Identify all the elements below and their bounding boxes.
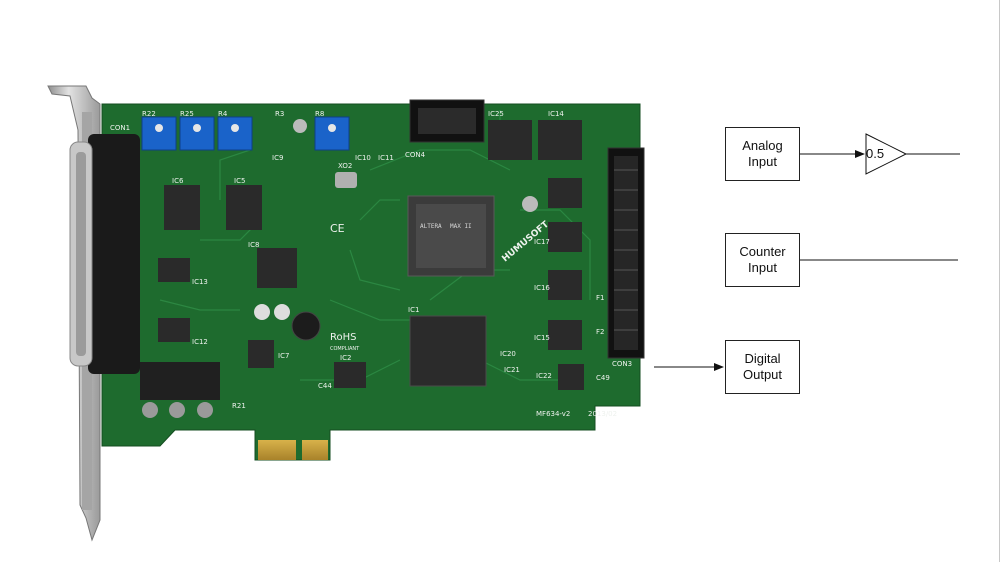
terminal-block xyxy=(140,362,220,418)
analog-input-label: Analog Input xyxy=(742,138,783,169)
ax-chip xyxy=(409,315,487,387)
refdes: IC20 xyxy=(500,350,516,358)
gain-block[interactable] xyxy=(865,133,908,175)
trim-pots xyxy=(141,116,350,151)
refdes: C44 xyxy=(318,382,332,390)
pcie-card-image: ALTERA MAX II CON1 C xyxy=(47,85,645,542)
counter-input-block[interactable]: Counter Input xyxy=(725,233,800,287)
refdes: IC21 xyxy=(504,366,520,374)
refdes: IC6 xyxy=(172,177,184,185)
refdes: XO2 xyxy=(338,162,352,170)
refdes: R4 xyxy=(218,110,228,118)
digital-output-label: Digital Output xyxy=(742,351,783,382)
passives xyxy=(254,119,538,341)
silk-con4: CON4 xyxy=(405,151,426,159)
refdes: IC9 xyxy=(272,154,283,162)
refdes: R22 xyxy=(142,110,156,118)
digital-output-block[interactable]: Digital Output xyxy=(725,340,800,394)
refdes: IC7 xyxy=(278,352,289,360)
refdes: IC8 xyxy=(248,241,259,249)
refdes: IC22 xyxy=(536,372,552,380)
analog-input-block[interactable]: Analog Input xyxy=(725,127,800,181)
refdes-group: R22 R25 R4 R8 R3 IC25 IC14 IC6 IC5 IC8 I… xyxy=(142,110,610,410)
dsub-connector xyxy=(69,134,140,374)
refdes: R25 xyxy=(180,110,194,118)
refdes: IC14 xyxy=(548,110,564,118)
refdes: R21 xyxy=(232,402,246,410)
silk-con1: CON1 xyxy=(110,124,130,132)
counter-input-label: Counter Input xyxy=(739,244,786,275)
fpga-brand-marking: ALTERA xyxy=(420,223,442,230)
silk-rohs: RoHS xyxy=(330,332,356,343)
refdes: IC17 xyxy=(534,238,550,246)
header-con3 xyxy=(607,147,645,359)
silk-date: 2013/02 xyxy=(588,410,617,418)
header-con4 xyxy=(409,99,485,143)
refdes: IC11 xyxy=(378,154,394,162)
refdes: IC16 xyxy=(534,284,550,292)
refdes: IC2 xyxy=(340,354,351,362)
refdes: F1 xyxy=(596,294,604,302)
refdes: F2 xyxy=(596,328,604,336)
silk-ce: CE xyxy=(330,222,345,235)
refdes: IC25 xyxy=(488,110,504,118)
silk-model: MF634-v2 xyxy=(536,410,570,418)
silk-rohs-sub: COMPLIANT xyxy=(330,346,360,352)
refdes: IC5 xyxy=(234,177,245,185)
silk-con3: CON3 xyxy=(612,360,632,368)
refdes: IC12 xyxy=(192,338,208,346)
refdes: IC13 xyxy=(192,278,208,286)
refdes: IC10 xyxy=(355,154,371,162)
refdes: C49 xyxy=(596,374,610,382)
refdes: R3 xyxy=(275,110,284,118)
refdes: IC1 xyxy=(408,306,419,314)
pcie-gold-fingers xyxy=(258,440,328,460)
ic-chips xyxy=(158,120,584,390)
fpga-chip: ALTERA MAX II xyxy=(407,195,495,277)
refdes: IC15 xyxy=(534,334,550,342)
gain-value: 0.5 xyxy=(866,146,885,161)
fpga-model-marking: MAX II xyxy=(450,223,472,230)
refdes: R8 xyxy=(315,110,324,118)
